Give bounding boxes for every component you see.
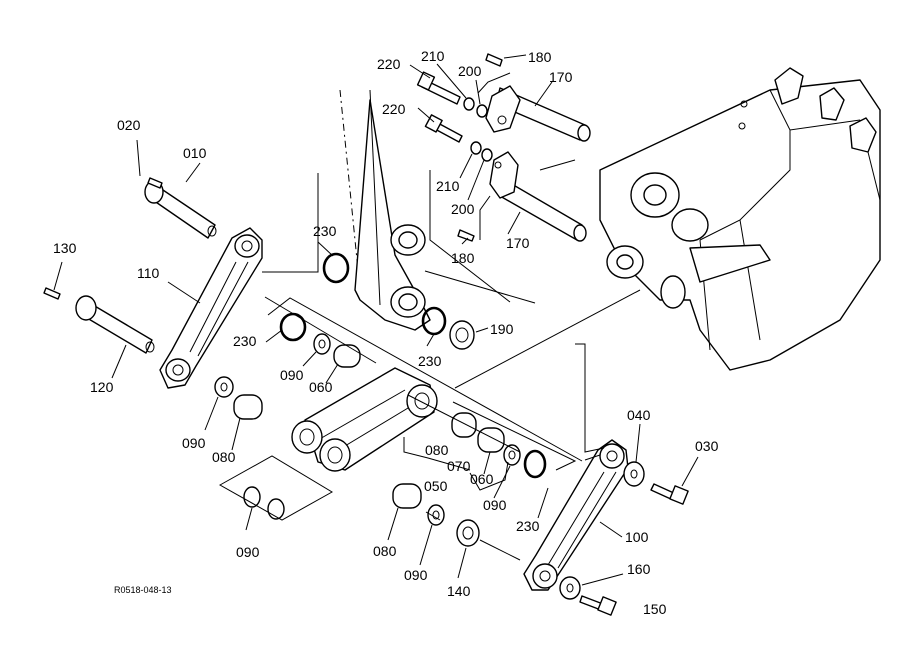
washer-090-c: [243, 486, 261, 508]
callout-080-a: 080: [212, 449, 236, 465]
callout-180-b: 180: [451, 250, 475, 266]
pin-170-upper: [485, 85, 591, 142]
bushing-060-a: [333, 344, 361, 368]
callout-220-a: 220: [377, 56, 401, 72]
o-ring-230-b: [279, 312, 307, 342]
washer-210-upper: [463, 97, 475, 111]
nut-200-upper: [476, 104, 488, 118]
callout-160: 160: [627, 561, 651, 577]
pin-170-lower: [489, 151, 587, 242]
callout-230-c: 230: [418, 353, 442, 369]
bolt-220-upper: [416, 71, 461, 105]
callout-110: 110: [137, 265, 160, 281]
link-110: [159, 227, 263, 389]
callout-060-b: 060: [470, 471, 494, 487]
callout-090-c: 090: [236, 544, 260, 560]
callout-180-a: 180: [528, 49, 552, 65]
callout-190: 190: [490, 321, 514, 337]
callout-090-b: 090: [182, 435, 206, 451]
washer-090-a: [313, 333, 331, 355]
link-100: [523, 439, 629, 591]
bolt-220-lower: [424, 114, 463, 143]
callout-170-b: 170: [506, 235, 530, 251]
callout-040: 040: [627, 407, 651, 423]
nut-200-lower: [481, 148, 493, 162]
arm-end: [339, 89, 431, 331]
washer-040: [623, 461, 645, 487]
drawing-code: R0518-048-13: [114, 585, 172, 595]
callout-150: 150: [643, 601, 667, 617]
callout-200-a: 200: [458, 63, 482, 79]
grease-fitting-180-upper: [485, 53, 503, 67]
assembly-lines: [218, 72, 641, 561]
callout-130: 130: [53, 240, 77, 256]
callout-090-a: 090: [280, 367, 304, 383]
grease-fitting-020: [147, 177, 163, 189]
callout-060-a: 060: [309, 379, 333, 395]
bolt-030: [650, 483, 689, 505]
callout-230-b: 230: [233, 333, 257, 349]
callout-020: 020: [117, 117, 141, 133]
callout-170-a: 170: [549, 69, 573, 85]
callout-210-b: 210: [436, 178, 460, 194]
link-050: [291, 367, 438, 472]
callout-090-d: 090: [483, 497, 507, 513]
shim-190: [449, 320, 475, 350]
washer-210-lower: [470, 141, 482, 155]
shim-140: [456, 519, 480, 547]
bushing-060-b: [477, 427, 505, 453]
callout-230-a: 230: [313, 223, 337, 239]
callout-230-d: 230: [516, 518, 540, 534]
callout-080-b: 080: [425, 442, 449, 458]
callout-120: 120: [90, 379, 114, 395]
callout-210-a: 210: [421, 48, 445, 64]
washer-160: [559, 576, 581, 600]
pin-120: [75, 295, 155, 354]
callout-050: 050: [424, 478, 448, 494]
grease-fitting-130: [43, 287, 61, 300]
washer-090-c2: [267, 498, 285, 520]
callout-140: 140: [447, 583, 471, 599]
callout-200-b: 200: [451, 201, 475, 217]
callout-100: 100: [625, 529, 649, 545]
bucket: [599, 67, 881, 371]
pin-010: [144, 180, 217, 239]
bushing-080-b: [451, 412, 477, 438]
o-ring-230-a: [322, 252, 350, 284]
o-ring-230-d: [523, 449, 547, 479]
callout-220-b: 220: [382, 101, 406, 117]
callout-090-e: 090: [404, 567, 428, 583]
callout-030: 030: [695, 438, 719, 454]
grease-fitting-180-lower: [457, 229, 475, 242]
bushing-080-a: [233, 394, 263, 420]
callout-010: 010: [183, 145, 207, 161]
washer-090-b: [214, 376, 234, 398]
bushing-080-c: [392, 483, 422, 509]
callout-070: 070: [447, 458, 471, 474]
leader-lines: [53, 54, 699, 586]
callout-labels: 010 020 130 110 120 230 230 090 060 090 …: [53, 48, 719, 617]
bolt-150: [579, 595, 617, 616]
callout-080-c: 080: [373, 543, 397, 559]
